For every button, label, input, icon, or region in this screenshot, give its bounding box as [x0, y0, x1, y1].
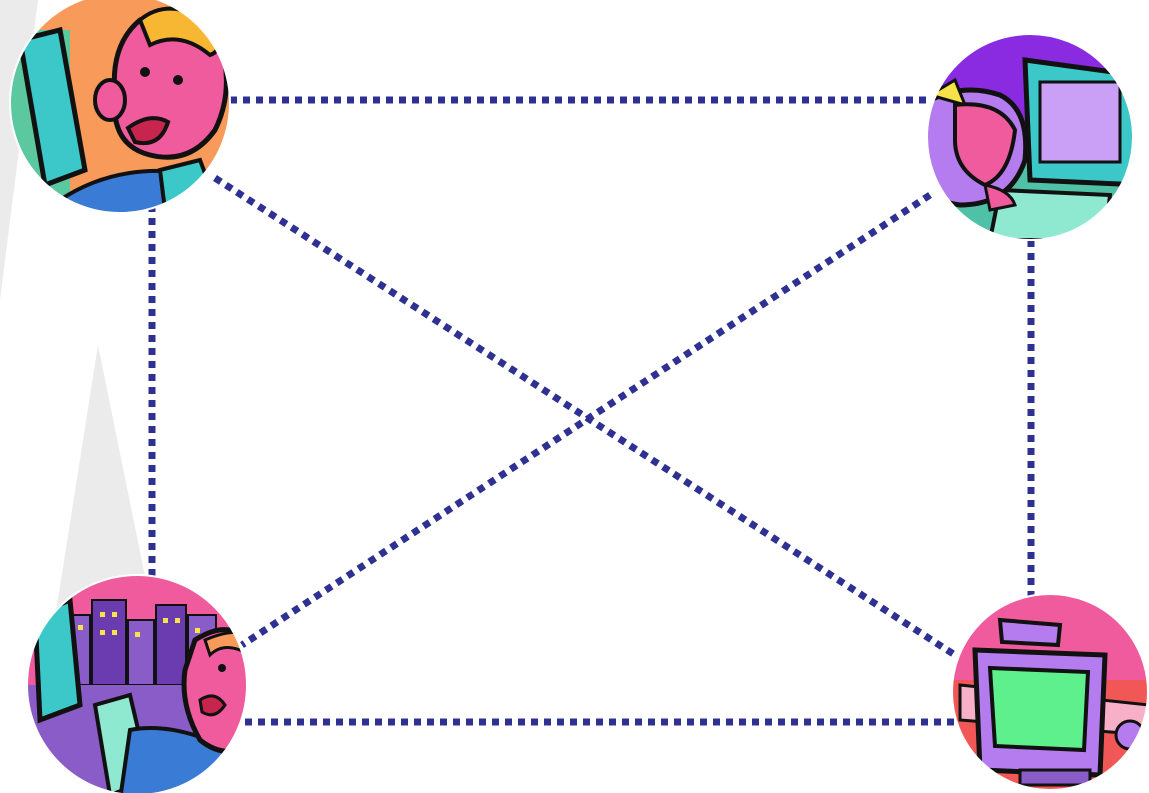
node-top-left: [0, 0, 240, 240]
man-at-computer-icon: [0, 0, 240, 240]
node-bottom-left: [25, 575, 250, 793]
woman-at-monitor-icon: [915, 30, 1140, 245]
links-layer: [152, 100, 1031, 722]
node-top-right: [915, 30, 1140, 245]
node-bottom-right: [950, 590, 1149, 793]
